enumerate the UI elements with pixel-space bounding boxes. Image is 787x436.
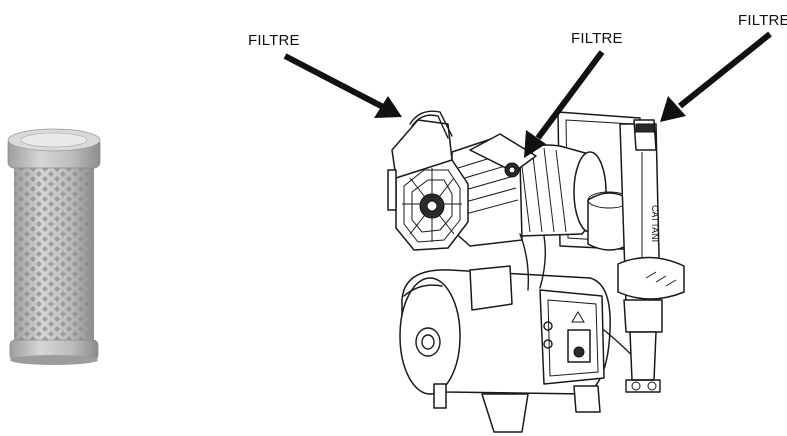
label-filtre-center: FILTRE: [571, 30, 623, 47]
brand-label: CATTANI: [650, 205, 660, 242]
arrow-center-filtre: [524, 50, 605, 158]
filter-cartridge-illustration: [7, 128, 101, 365]
arrow-right-filtre: [660, 31, 772, 122]
label-filtre-right: FILTRE: [738, 12, 787, 29]
label-filtre-left: FILTRE: [248, 32, 300, 49]
arrow-left-filtre: [283, 53, 402, 118]
compressor-illustration: CATTANI: [387, 110, 685, 433]
